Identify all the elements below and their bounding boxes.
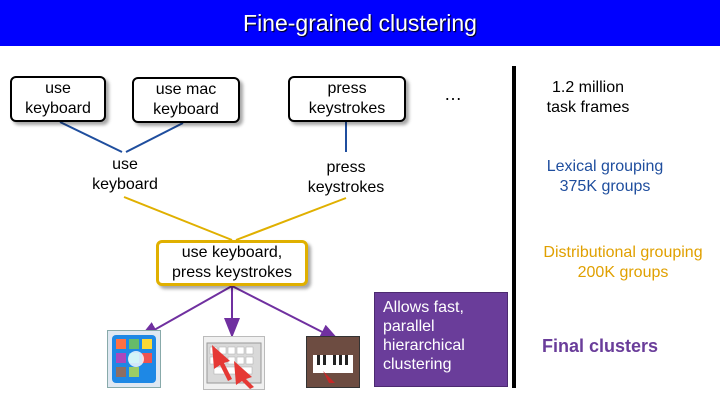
page-title: Fine-grained clustering [243,9,477,36]
distributional-grouping-label: Distributional grouping 200K groups [543,244,703,281]
note-fast-parallel: Allows fast, parallel hierarchical clust… [374,292,508,387]
title-bar: Fine-grained clustering [0,0,720,46]
top-box-use-keyboard: use keyboard [10,76,106,122]
lexical-group-press-keystrokes: press keystrokes [307,159,385,196]
top-box-press-keystrokes: press keystrokes [288,76,406,122]
arrow-3 [231,285,340,341]
frames-count-label: 1.2 million task frames [546,79,630,116]
ellipsis: … [444,84,462,104]
arrow-1 [138,285,233,339]
lexical-line-1 [59,121,123,153]
lexical-grouping-label: Lexical grouping 375K groups [546,158,664,195]
top-box-use-mac-keyboard: use mac keyboard [132,77,240,123]
lexical-line-2 [125,122,184,153]
distributional-line-1 [123,196,233,241]
distributional-group-box: use keyboard, press keystrokes [156,240,308,286]
phone-app-grid-icon [107,330,161,388]
final-clusters-label: Final clusters [541,336,659,356]
lexical-group-use-keyboard: use keyboard [92,156,158,193]
piano-keyboard-icon [306,336,360,388]
keyboard-icon [203,336,265,390]
distributional-line-2 [235,197,347,241]
